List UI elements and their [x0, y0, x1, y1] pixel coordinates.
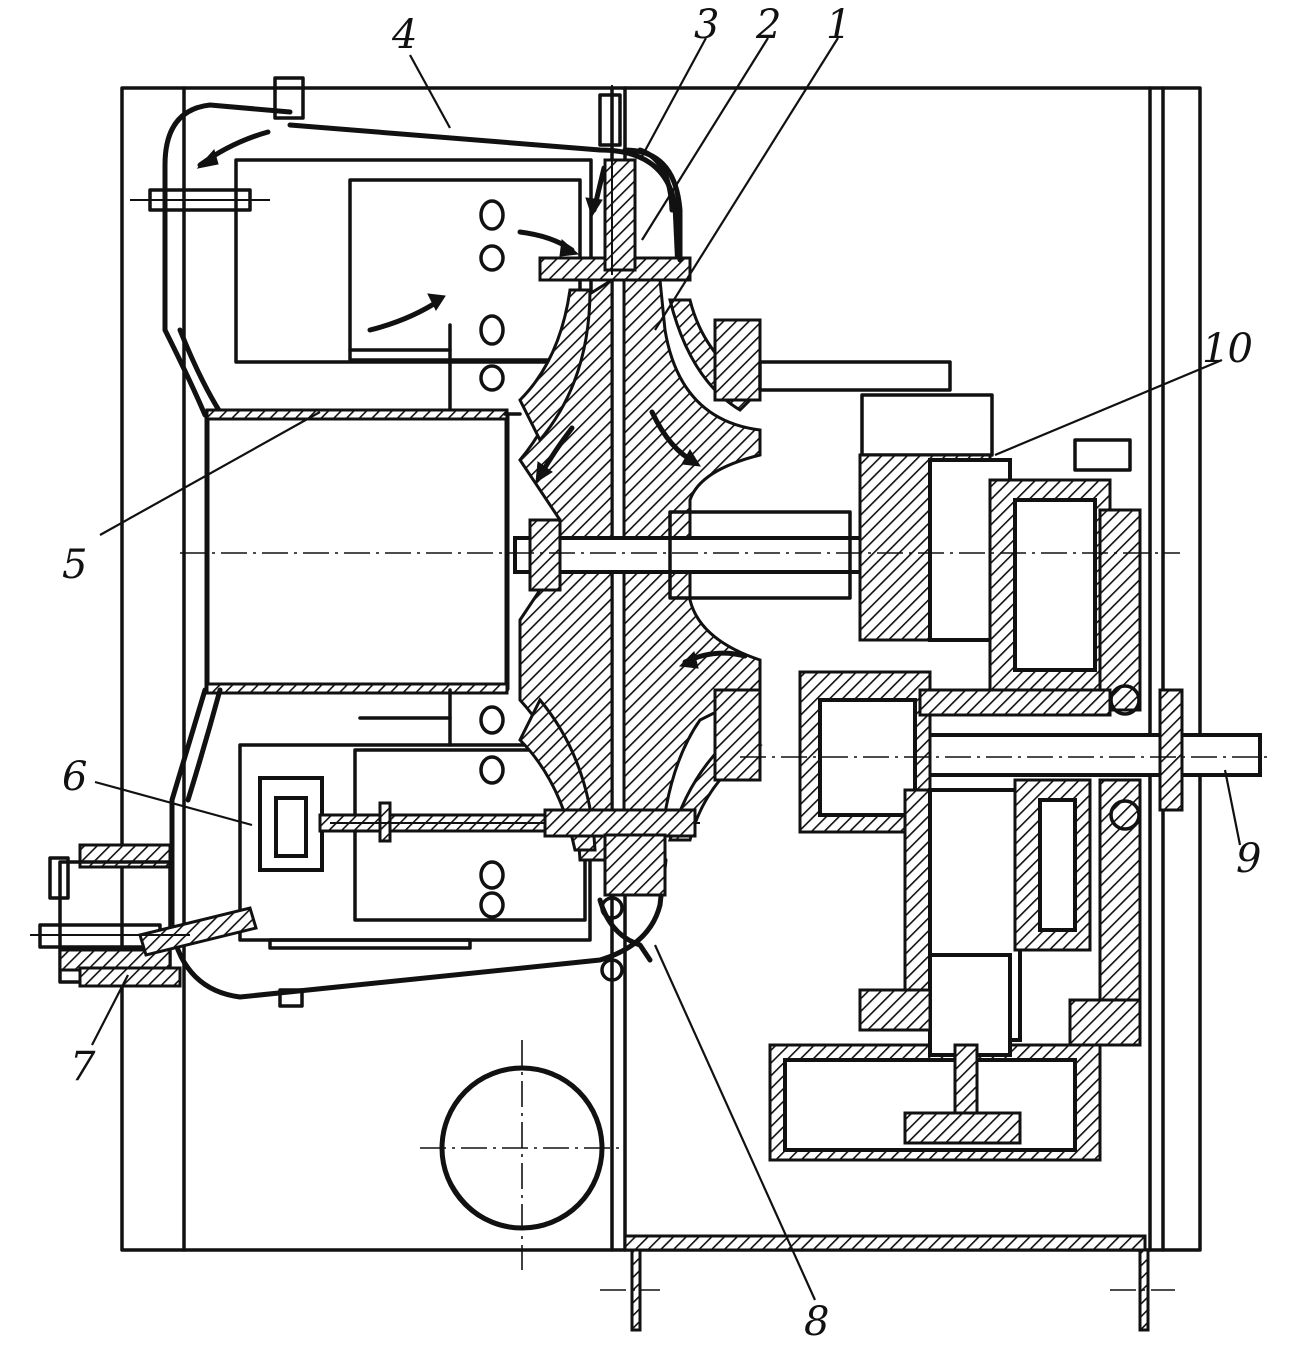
callout-9: 9: [1236, 836, 1261, 882]
exhaust-pipe-section: [420, 1040, 625, 1270]
callout-1: 1: [826, 2, 851, 48]
callout-6: 6: [62, 754, 87, 800]
centerlines: [180, 552, 1270, 758]
callout-8: 8: [804, 1299, 829, 1345]
callout-7: 7: [70, 1044, 96, 1090]
rotor-assembly: [513, 85, 1017, 982]
leader-lines: [91, 37, 1242, 1301]
callout-5: 5: [62, 542, 87, 588]
callout-10: 10: [1202, 326, 1253, 372]
gearbox: [713, 318, 1262, 1162]
callout-2: 2: [755, 2, 781, 48]
callout-labels: 1 2 3 4 5 6 7 8 9 10: [62, 2, 1261, 1345]
inlet-tube: [204, 408, 522, 695]
upper-air-duct: [130, 76, 681, 418]
callout-4: 4: [391, 12, 417, 58]
lower-air-duct: [30, 687, 700, 1008]
callout-3: 3: [694, 2, 719, 48]
